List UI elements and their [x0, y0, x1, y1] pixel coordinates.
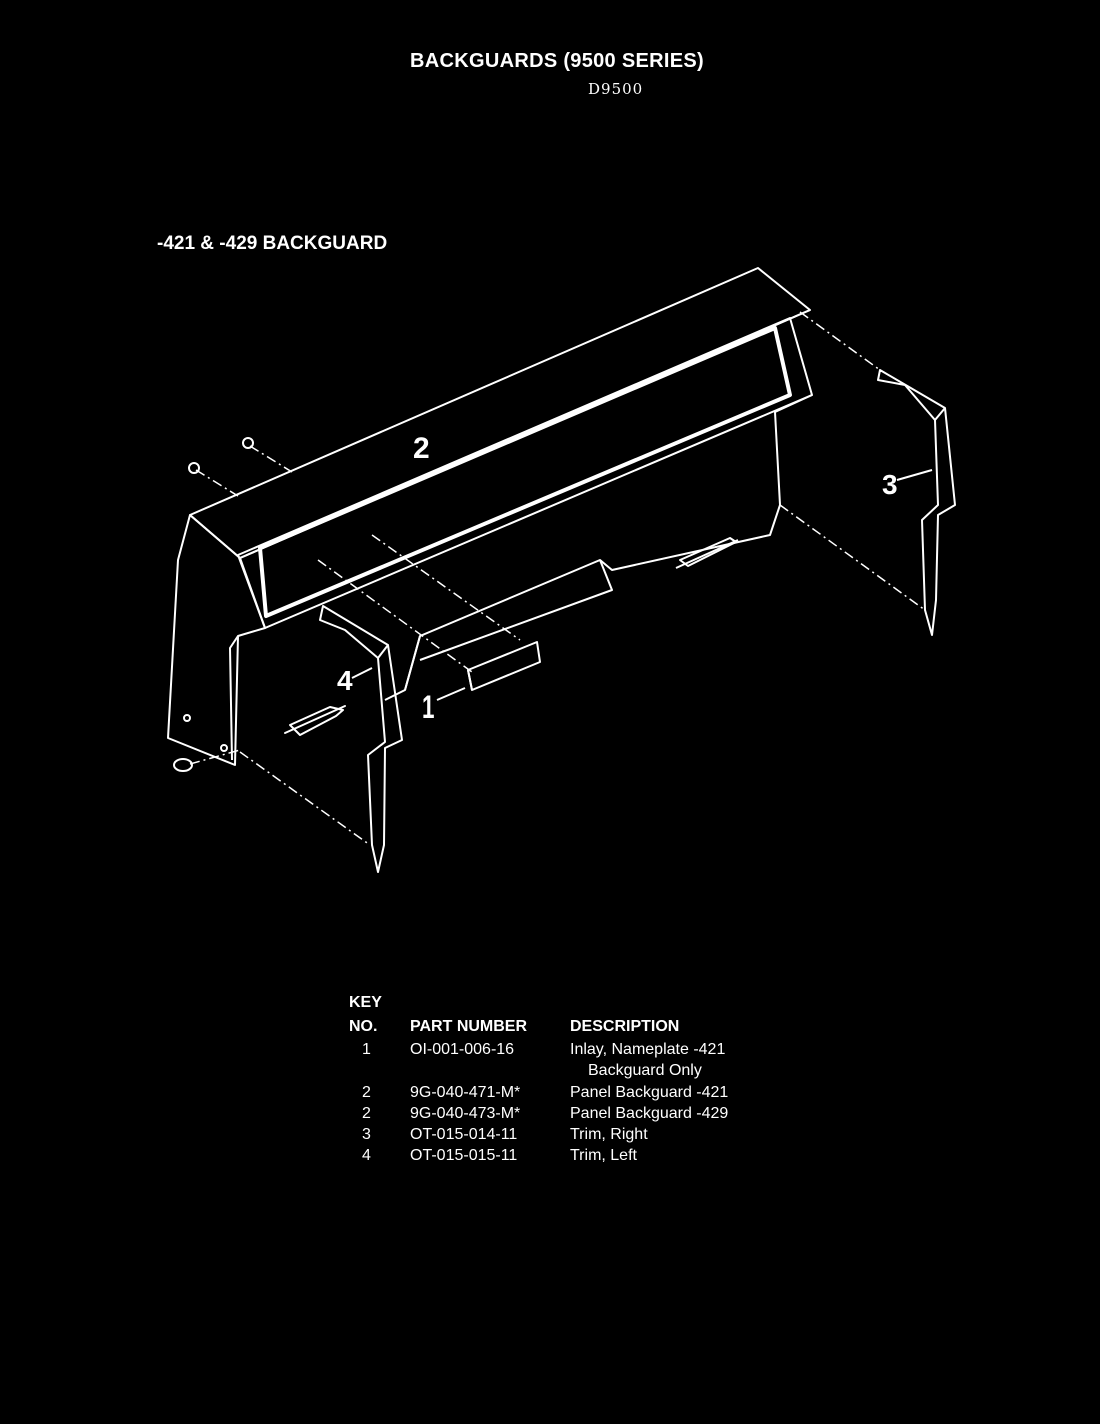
callout-2: 2 [413, 432, 430, 465]
screw-icons [173, 437, 254, 772]
description-header: DESCRIPTION [570, 1018, 680, 1035]
row-part-number: 9G-040-471-M* [410, 1084, 521, 1101]
backguard-panel [167, 267, 813, 766]
row-key: 1 [362, 1041, 371, 1058]
row-part-number: OT-015-014-11 [410, 1126, 518, 1143]
key-header-line2: NO. [349, 1018, 378, 1035]
row-part-number: 9G-040-473-M* [410, 1105, 521, 1122]
key-header-line1: KEY [349, 994, 382, 1011]
section-heading: -421 & -429 BACKGUARD [157, 233, 388, 254]
document-code: D9500 [588, 80, 644, 98]
callout-4: 4 [337, 665, 353, 696]
right-trim [877, 369, 956, 636]
row-key: 2 [362, 1105, 371, 1122]
row-description: Trim, Right [570, 1126, 648, 1143]
callout-1: 1 [422, 689, 434, 725]
left-trim [319, 605, 403, 873]
row-description: Inlay, Nameplate -421 [570, 1041, 726, 1058]
row-key: 3 [362, 1126, 371, 1143]
row-part-number: OT-015-015-11 [410, 1147, 518, 1164]
nameplate-inlay [467, 641, 541, 691]
row-part-number: OI-001-006-16 [410, 1041, 515, 1058]
row-key: 4 [362, 1147, 371, 1164]
row-key: 2 [362, 1084, 371, 1101]
row-description-continued: Backguard Only [588, 1062, 702, 1079]
part-number-header: PART NUMBER [410, 1018, 528, 1035]
row-description: Trim, Left [570, 1147, 637, 1164]
exploded-parts-diagram: 1 2 3 4 [167, 267, 956, 873]
callout-3: 3 [882, 469, 898, 500]
row-description: Panel Backguard -421 [570, 1084, 729, 1101]
page-title: BACKGUARDS (9500 SERIES) [410, 50, 704, 72]
row-description: Panel Backguard -429 [570, 1105, 729, 1122]
